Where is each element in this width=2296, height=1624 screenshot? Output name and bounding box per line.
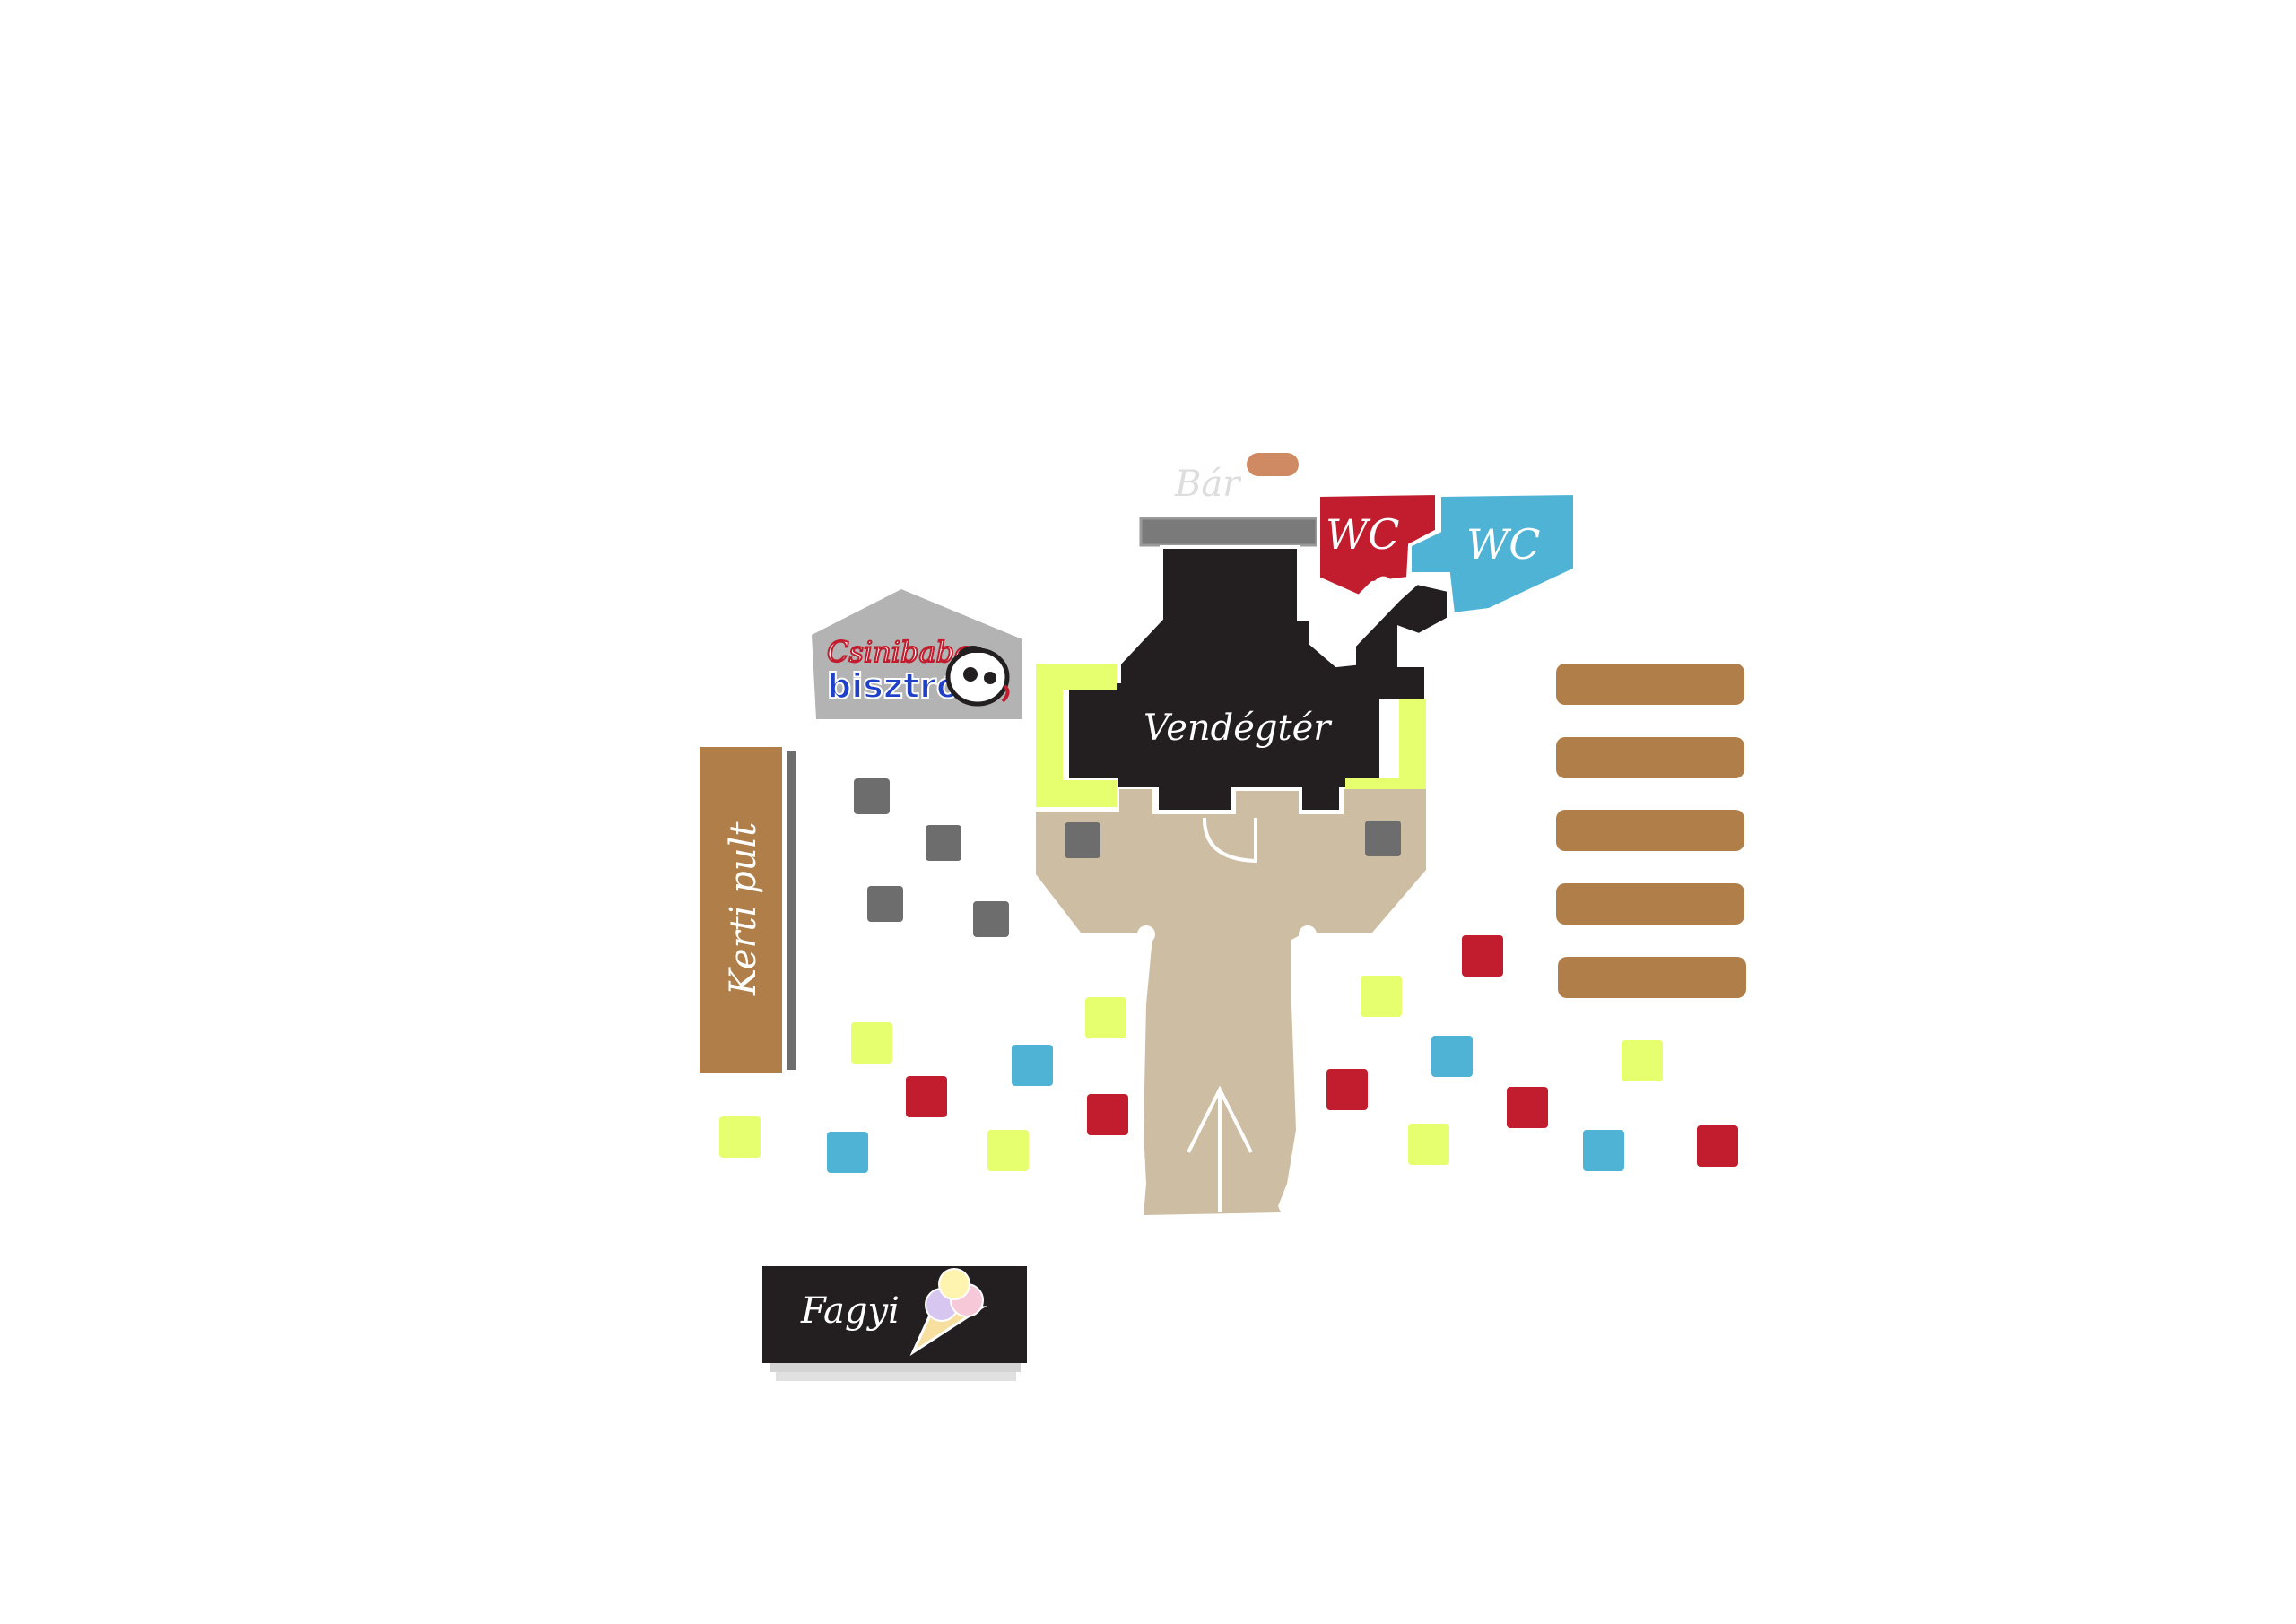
pillar-left <box>1137 925 1155 943</box>
bar-tap <box>1247 453 1299 476</box>
garden-counter-rail <box>787 751 796 1070</box>
red-table <box>906 1076 947 1117</box>
yellow-table <box>987 1130 1029 1171</box>
wooden-bench <box>1556 664 1744 705</box>
ice-cream-cone-icon <box>909 1268 987 1357</box>
yellow-table <box>851 1022 892 1064</box>
yellow-table <box>1361 976 1402 1017</box>
red-table <box>1507 1087 1548 1128</box>
logo-line1: Csinibaba <box>827 635 971 669</box>
bistro-logo: Csinibaba bisztró <box>812 589 1022 719</box>
baby-face-icon <box>945 646 1010 707</box>
gray-table <box>1065 822 1100 858</box>
blue-table <box>1012 1045 1053 1086</box>
terrace-floor <box>1036 789 1426 1215</box>
red-table <box>1697 1125 1738 1167</box>
bar-area: Bár <box>1139 453 1318 547</box>
wooden-bench <box>1558 957 1746 998</box>
guest-area-building <box>1065 545 1450 813</box>
yellow-table <box>1085 997 1126 1038</box>
wooden-bench <box>1556 810 1744 851</box>
wc-men[interactable]: WC <box>1408 491 1577 617</box>
terrace-gray-tables <box>1065 821 1401 858</box>
blue-table <box>1431 1036 1473 1077</box>
garden-gray-tables <box>854 778 1009 937</box>
colored-tables <box>719 935 1738 1173</box>
yellow-table <box>1622 1040 1663 1081</box>
logo-line2: bisztró <box>827 666 960 706</box>
ice-cream-label: Fagyi <box>800 1290 900 1332</box>
wc-women-label: WC <box>1326 510 1399 559</box>
gray-table <box>926 825 961 861</box>
wc-men-label: WC <box>1466 520 1540 569</box>
wooden-bench <box>1556 883 1744 925</box>
red-table <box>1326 1069 1368 1110</box>
wc-women[interactable]: WC <box>1317 491 1439 599</box>
gray-table <box>867 886 903 922</box>
ice-cream-stand-sign <box>762 1266 1027 1363</box>
entrance-arrow-icon <box>1187 1085 1253 1212</box>
guest-area[interactable]: Vendégtér <box>1065 545 1450 813</box>
gray-table <box>1365 821 1401 856</box>
garden-counter-label: Kerti pult <box>723 821 764 996</box>
entrance-door-swing[interactable] <box>1202 817 1257 864</box>
ice-cream-stand-base <box>776 1372 1016 1381</box>
garden-counter[interactable]: Kerti pult <box>700 747 796 1073</box>
guest-area-label: Vendégtér <box>1144 708 1333 749</box>
gray-table <box>973 901 1009 937</box>
blue-table <box>1583 1130 1624 1171</box>
yellow-table <box>1408 1124 1449 1165</box>
bar-label: Bár <box>1174 464 1242 505</box>
wc-men-room <box>1408 491 1577 617</box>
ice-cream-stand[interactable]: Fagyi <box>762 1266 1027 1381</box>
gray-table <box>854 778 890 814</box>
bar-counter <box>1139 517 1318 547</box>
wc-door-swing <box>1370 576 1401 597</box>
ice-cream-stand-shadow <box>770 1361 1021 1372</box>
pillar-right <box>1299 925 1317 943</box>
yellow-table <box>719 1116 761 1158</box>
blue-table <box>827 1132 868 1173</box>
garden-counter-top <box>700 747 782 1073</box>
red-table <box>1462 935 1503 977</box>
red-table <box>1087 1094 1128 1135</box>
wooden-bench <box>1556 737 1744 778</box>
wc-women-room <box>1317 491 1439 599</box>
wooden-benches <box>1556 664 1746 998</box>
corner-bench-left <box>1036 664 1117 807</box>
terrace-floor-shape <box>1036 789 1426 1215</box>
